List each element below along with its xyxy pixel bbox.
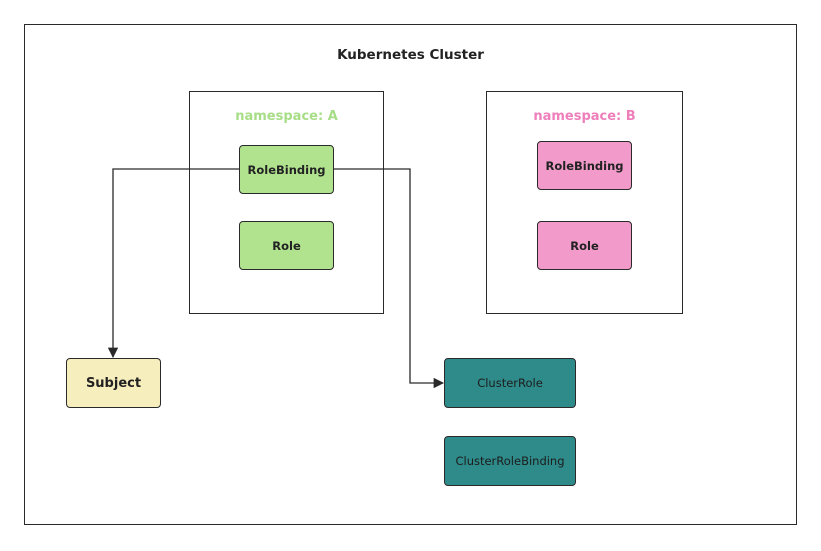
namespace-b-role[interactable]: Role [537, 221, 632, 270]
namespace-a-role[interactable]: Role [239, 221, 334, 270]
cluster-title: Kubernetes Cluster [337, 47, 484, 63]
namespace-a-frame: namespace: A [189, 91, 384, 314]
namespace-b-rolebinding[interactable]: RoleBinding [537, 141, 632, 190]
namespace-b-label: namespace: B [533, 109, 636, 124]
cluster-role-binding-node[interactable]: ClusterRoleBinding [444, 436, 576, 486]
cluster-role-node[interactable]: ClusterRole [444, 358, 576, 408]
namespace-a-rolebinding[interactable]: RoleBinding [239, 145, 334, 194]
namespace-b-frame: namespace: B [486, 91, 683, 314]
subject-node[interactable]: Subject [66, 358, 161, 408]
namespace-a-label: namespace: A [235, 109, 338, 124]
